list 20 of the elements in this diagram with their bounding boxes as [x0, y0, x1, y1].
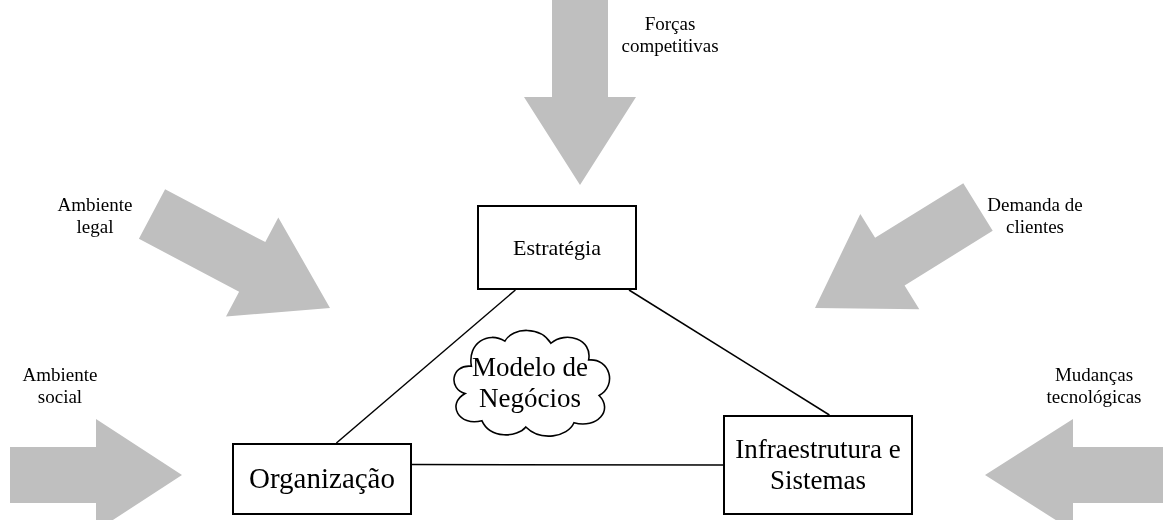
node-label: Infraestrutura e Sistemas — [734, 433, 902, 497]
connector-line — [411, 463, 724, 466]
connector-line — [628, 289, 831, 416]
block-arrow — [815, 183, 993, 310]
node-label: Organização — [248, 462, 396, 496]
process-box — [477, 205, 637, 290]
block-arrow — [10, 419, 182, 520]
force-label: Mudanças tecnológicas — [1045, 364, 1143, 408]
block-arrow — [138, 189, 330, 317]
process-box — [723, 415, 913, 515]
block-arrow — [985, 419, 1163, 520]
node-label: Estratégia — [512, 234, 602, 261]
force-label: Ambiente legal — [56, 194, 134, 238]
node-label: Modelo de Negócios — [470, 351, 590, 415]
block-arrow — [524, 0, 636, 185]
force-label: Ambiente social — [21, 364, 99, 408]
force-label: Forças competitivas — [620, 13, 720, 57]
force-label: Demanda de clientes — [986, 194, 1084, 238]
process-box — [232, 443, 412, 515]
connector-line — [335, 289, 517, 444]
